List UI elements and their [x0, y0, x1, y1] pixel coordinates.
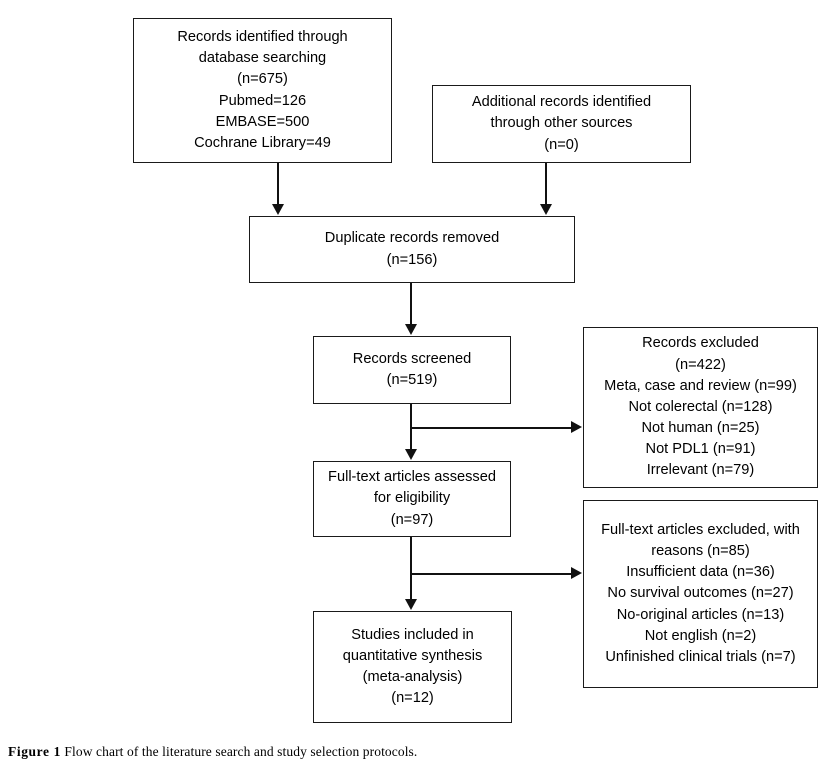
node-records-excluded: Records excluded (n=422) Meta, case and … — [583, 327, 818, 488]
edge-database-to-duplicates-line — [277, 163, 279, 205]
edge-duplicates-to-screened-arrowhead — [405, 324, 417, 335]
node-duplicate-records-removed: Duplicate records removed (n=156) — [249, 216, 575, 283]
edge-additional-to-duplicates-arrowhead — [540, 204, 552, 215]
figure-caption-text: Flow chart of the literature search and … — [60, 744, 418, 759]
node-records-excluded-text: Records excluded (n=422) Meta, case and … — [604, 335, 797, 479]
figure-caption-label: Figure 1 — [8, 744, 61, 759]
edge-screened-to-records-excluded-line — [411, 427, 572, 429]
node-studies-included: Studies included in quantitative synthes… — [313, 611, 512, 723]
node-duplicate-records-removed-text: Duplicate records removed (n=156) — [324, 230, 500, 268]
figure-caption: Figure 1 Flow chart of the literature se… — [8, 744, 808, 760]
node-records-screened-text: Records screened (n=519) — [352, 350, 472, 388]
edge-fulltext-to-included-arrowhead — [405, 599, 417, 610]
edge-screened-to-records-excluded-arrowhead — [571, 421, 582, 433]
node-fulltext-excluded-text: Full-text articles excluded, with reason… — [601, 521, 800, 665]
edge-screened-to-fulltext-arrowhead — [405, 449, 417, 460]
edge-fulltext-to-fulltext-excluded-arrowhead — [571, 567, 582, 579]
node-additional-records-text: Additional records identified through ot… — [471, 94, 652, 153]
node-records-identified-database: Records identified through database sear… — [133, 18, 392, 163]
node-fulltext-assessed: Full-text articles assessed for eligibil… — [313, 461, 511, 537]
node-fulltext-assessed-text: Full-text articles assessed for eligibil… — [328, 469, 496, 528]
node-fulltext-excluded: Full-text articles excluded, with reason… — [583, 500, 818, 688]
edge-fulltext-to-included-line — [410, 537, 412, 600]
node-studies-included-text: Studies included in quantitative synthes… — [342, 626, 483, 707]
edge-additional-to-duplicates-line — [545, 163, 547, 205]
edge-fulltext-to-fulltext-excluded-line — [411, 573, 572, 575]
node-records-identified-database-text: Records identified through database sear… — [177, 29, 348, 151]
edge-duplicates-to-screened-line — [410, 283, 412, 325]
node-records-screened: Records screened (n=519) — [313, 336, 511, 404]
edge-database-to-duplicates-arrowhead — [272, 204, 284, 215]
node-additional-records: Additional records identified through ot… — [432, 85, 691, 163]
